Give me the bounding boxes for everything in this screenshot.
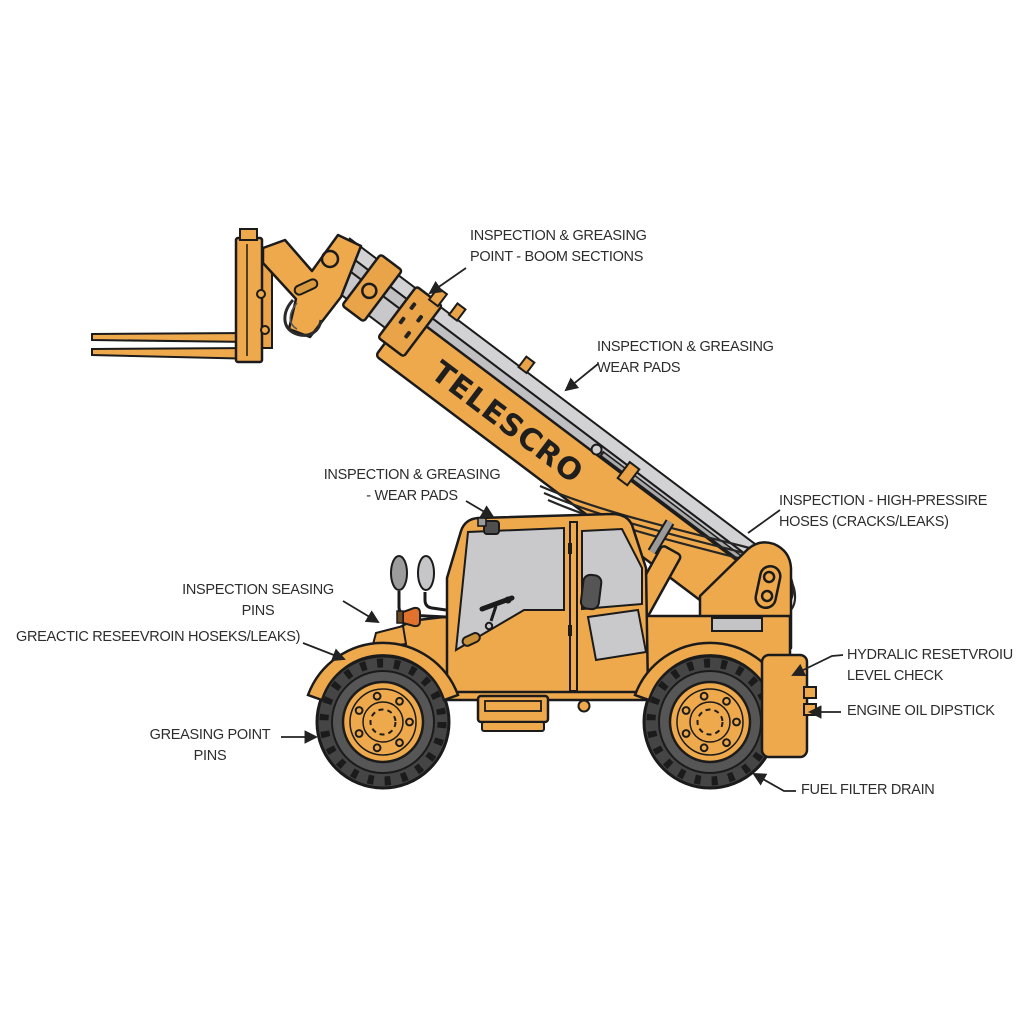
label-seasing-pins: INSPECTION SEASING PINS	[168, 580, 348, 622]
fork-tine-upper	[91, 331, 254, 344]
carriage-bolt	[256, 289, 266, 299]
door-handle	[461, 632, 481, 647]
fork-attachment	[91, 228, 363, 364]
signal-lamp	[402, 606, 421, 628]
mirror-right	[417, 555, 435, 591]
roof-beacon-base	[477, 517, 487, 527]
head-hose-loop-inner	[289, 302, 298, 330]
door-hinge	[568, 543, 572, 554]
mirror-left	[390, 555, 408, 591]
carriage-mast	[234, 236, 264, 364]
leader-hydraulic-level	[791, 654, 844, 677]
label-line: POINT - BOOM SECTIONS	[470, 249, 644, 265]
label-line: INSPECTION & GREASING	[470, 228, 647, 244]
roof-beacon	[483, 520, 500, 535]
hub-center	[369, 708, 397, 736]
label-line: INSPECTION SEASING	[182, 582, 334, 598]
leader-boom-sections	[428, 267, 467, 295]
label-wear-pads-upper: INSPECTION & GREASING WEAR PADS	[597, 337, 774, 379]
mirror-stalk	[423, 592, 447, 612]
label-line: HYDRALIC RESETVROIU	[847, 647, 1013, 663]
engine-vent-panel	[711, 617, 763, 632]
label-line: PINS	[241, 603, 275, 619]
label-line: FUEL FILTER DRAIN	[801, 782, 935, 798]
collar-mark	[416, 314, 424, 323]
head-hose-loop	[283, 298, 323, 337]
counterweight-block	[760, 653, 809, 759]
leader-reservoir-hoses	[302, 642, 346, 662]
hub-ring	[362, 701, 404, 743]
leader-seasing-pins	[342, 600, 380, 624]
label-wear-pads-mid: INSPECTION & GREASING - WEAR PADS	[312, 465, 512, 507]
cab-step-tread	[484, 700, 542, 712]
greasing-nub-3	[517, 355, 536, 375]
label-line: WEAR PADS	[597, 360, 681, 376]
carriage-top-tab	[239, 228, 258, 241]
boom-collar-pivot	[361, 282, 378, 300]
windshield-door-glass	[454, 526, 565, 652]
fork-tine-lower	[91, 346, 260, 361]
label-hydraulic-level: HYDRALIC RESETVROIU LEVEL CHECK	[847, 645, 1013, 687]
leader-wear-pads-upper	[564, 363, 599, 392]
link-pivot-hole	[320, 249, 340, 269]
label-line: ENGINE OIL DIPSTICK	[847, 703, 995, 719]
door-pillar	[569, 521, 578, 692]
label-fuel-filter-drain: FUEL FILTER DRAIN	[801, 780, 935, 801]
label-line: PINS	[193, 748, 227, 764]
lug-bolts	[354, 691, 414, 753]
dipstick-tab	[803, 703, 817, 716]
label-line: HOSES (CRACKS/LEAKS)	[779, 514, 949, 530]
hub-ring	[689, 701, 731, 743]
door-button	[484, 621, 494, 631]
label-line: LEVEL CHECK	[847, 668, 944, 684]
lug-bolts	[681, 691, 741, 753]
leader-lines	[281, 267, 844, 792]
boom-collar-2	[377, 286, 443, 357]
carriage-bolt	[260, 325, 270, 335]
collar-mark	[404, 330, 412, 339]
leader-fuel-filter	[752, 773, 796, 792]
label-boom-sections: INSPECTION & GREASING POINT - BOOM SECTI…	[470, 226, 647, 268]
label-line: - WEAR PADS	[366, 488, 458, 504]
label-line: INSPECTION & GREASING	[323, 467, 501, 483]
tire-tread	[319, 658, 447, 786]
label-engine-oil-dipstick: ENGINE OIL DIPSTICK	[847, 701, 995, 722]
label-reservoir-hoses: GREACTIC RESEEVROIN HOSEKS/LEAKS)	[16, 627, 301, 648]
label-high-pressure-hoses: INSPECTION - HIGH-PRESSIRE HOSES (CRACKS…	[779, 491, 987, 533]
rear-wheel	[642, 654, 778, 790]
rim-ring	[676, 688, 744, 756]
extend-rod-end	[590, 443, 603, 456]
hydraulic-check-tab	[803, 686, 817, 699]
label-line: INSPECTION & GREASING	[597, 339, 774, 355]
operator-cab	[445, 512, 650, 694]
collar-mark	[398, 316, 406, 325]
cylinder-rod	[649, 520, 673, 554]
label-line: GREASING POINT	[149, 727, 271, 743]
label-line: INSPECTION - HIGH-PRESSIRE	[779, 493, 988, 509]
rim-ring	[349, 688, 417, 756]
door-hinge	[568, 625, 572, 636]
link-slot	[293, 278, 319, 296]
fuel-cap	[577, 699, 591, 713]
leader-wear-pads-mid	[465, 500, 495, 519]
greasing-nub-2	[447, 302, 467, 323]
front-wheel	[315, 654, 451, 790]
operator-seat	[579, 573, 603, 611]
quarter-window-glass	[586, 608, 648, 662]
pivot-plate	[754, 564, 782, 610]
mirrors-and-lamp	[390, 555, 447, 628]
steering-hub	[504, 596, 512, 604]
signal-lamp-cap	[396, 610, 404, 624]
cab-step-lower	[481, 721, 545, 732]
rod-clamp	[616, 460, 641, 487]
label-line: GREACTIC RESEEVROIN HOSEKS/LEAKS)	[16, 629, 301, 645]
rear-counterweight	[760, 653, 817, 759]
label-greasing-point-pins: GREASING POINT PINS	[140, 725, 280, 767]
collar-mark	[409, 302, 417, 310]
leader-high-pressure	[747, 509, 781, 534]
steering-column	[489, 605, 498, 622]
hub-center	[696, 708, 724, 736]
